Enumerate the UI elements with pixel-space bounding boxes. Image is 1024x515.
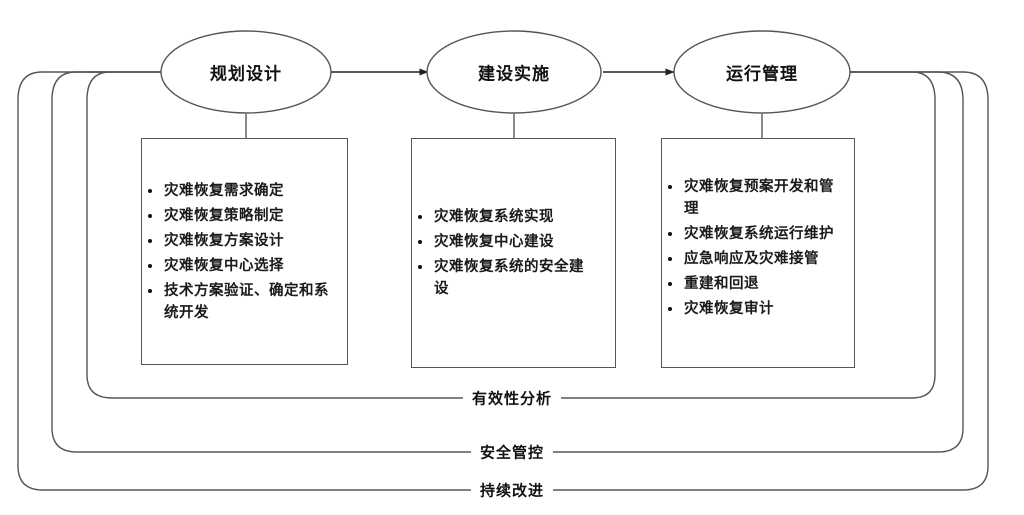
list-item: 灾难恢复系统实现: [412, 206, 615, 228]
list-item: 灾难恢复中心建设: [412, 231, 615, 253]
loop-label-security: 安全管控: [470, 441, 554, 463]
loop-label-improvement: 持续改进: [470, 479, 554, 501]
phase-box-operation: 灾难恢复预案开发和管理 灾难恢复系统运行维护 应急响应及灾难接管 重建和回退 灾…: [661, 138, 855, 368]
phase-box-construction-list: 灾难恢复系统实现 灾难恢复中心建设 灾难恢复系统的安全建设: [412, 206, 615, 300]
list-item: 技术方案验证、确定和系统开发: [142, 280, 347, 324]
ellipse-operation: [673, 30, 851, 114]
list-item: 灾难恢复系统运行维护: [662, 223, 854, 245]
node-label-operation: 运行管理: [726, 64, 798, 84]
phase-box-planning: 灾难恢复需求确定 灾难恢复策略制定 灾难恢复方案设计 灾难恢复中心选择 技术方案…: [141, 138, 348, 365]
list-item: 灾难恢复需求确定: [142, 180, 347, 202]
list-item: 灾难恢复中心选择: [142, 255, 347, 277]
node-label-construction: 建设实施: [478, 64, 550, 84]
phase-box-operation-list: 灾难恢复预案开发和管理 灾难恢复系统运行维护 应急响应及灾难接管 重建和回退 灾…: [662, 176, 854, 320]
loop-path-improvement: [17, 71, 989, 491]
ellipse-construction: [426, 30, 602, 114]
loop-label-effectiveness: 有效性分析: [462, 387, 562, 409]
list-item: 应急响应及灾难接管: [662, 248, 854, 270]
list-item: 灾难恢复方案设计: [142, 230, 347, 252]
ellipse-planning: [160, 30, 332, 114]
loop-path-security: [51, 71, 964, 453]
phase-box-construction: 灾难恢复系统实现 灾难恢复中心建设 灾难恢复系统的安全建设: [411, 138, 616, 368]
list-item: 重建和回退: [662, 273, 854, 295]
list-item: 灾难恢复系统的安全建设: [412, 256, 615, 300]
phase-box-planning-list: 灾难恢复需求确定 灾难恢复策略制定 灾难恢复方案设计 灾难恢复中心选择 技术方案…: [142, 180, 347, 324]
list-item: 灾难恢复预案开发和管理: [662, 176, 854, 220]
list-item: 灾难恢复策略制定: [142, 205, 347, 227]
list-item: 灾难恢复审计: [662, 298, 854, 320]
node-label-planning: 规划设计: [210, 64, 282, 84]
